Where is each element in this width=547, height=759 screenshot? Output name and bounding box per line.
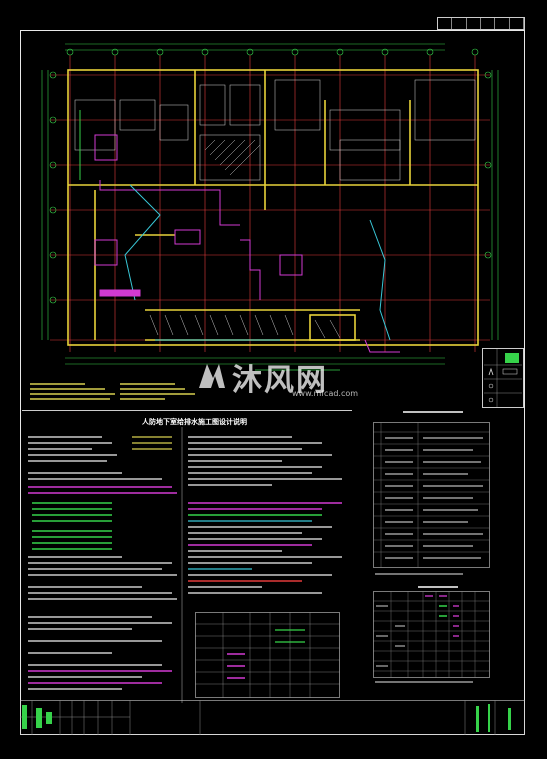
watermark-url: www.mfcad.com bbox=[292, 389, 359, 398]
legend-box bbox=[482, 348, 524, 408]
watermark-text: 沐风网 bbox=[232, 363, 328, 398]
plan-legend-notes bbox=[30, 383, 195, 400]
axis-grid bbox=[50, 55, 490, 352]
watermark-logo-icon bbox=[199, 364, 225, 388]
axis-bubbles bbox=[49, 48, 492, 304]
walls bbox=[67, 69, 479, 346]
fixture-table bbox=[373, 586, 490, 683]
design-notes-panel: 人防地下室给排水施工图设计说明 bbox=[22, 410, 352, 703]
pipes bbox=[79, 110, 400, 353]
north-arrow-icon bbox=[484, 349, 522, 407]
equipment-boxes bbox=[94, 134, 303, 297]
floor-plan bbox=[41, 43, 499, 371]
title-strip bbox=[20, 700, 525, 735]
top-title-block bbox=[437, 17, 525, 30]
dimension-lines bbox=[41, 43, 499, 365]
equipment-schedule bbox=[373, 410, 490, 580]
pipe-material-table bbox=[195, 612, 340, 698]
stair-hatch bbox=[149, 139, 341, 339]
room-details bbox=[74, 79, 476, 181]
notes-text-lines bbox=[28, 427, 342, 703]
notes-title: 人防地下室给排水施工图设计说明 bbox=[142, 418, 247, 426]
